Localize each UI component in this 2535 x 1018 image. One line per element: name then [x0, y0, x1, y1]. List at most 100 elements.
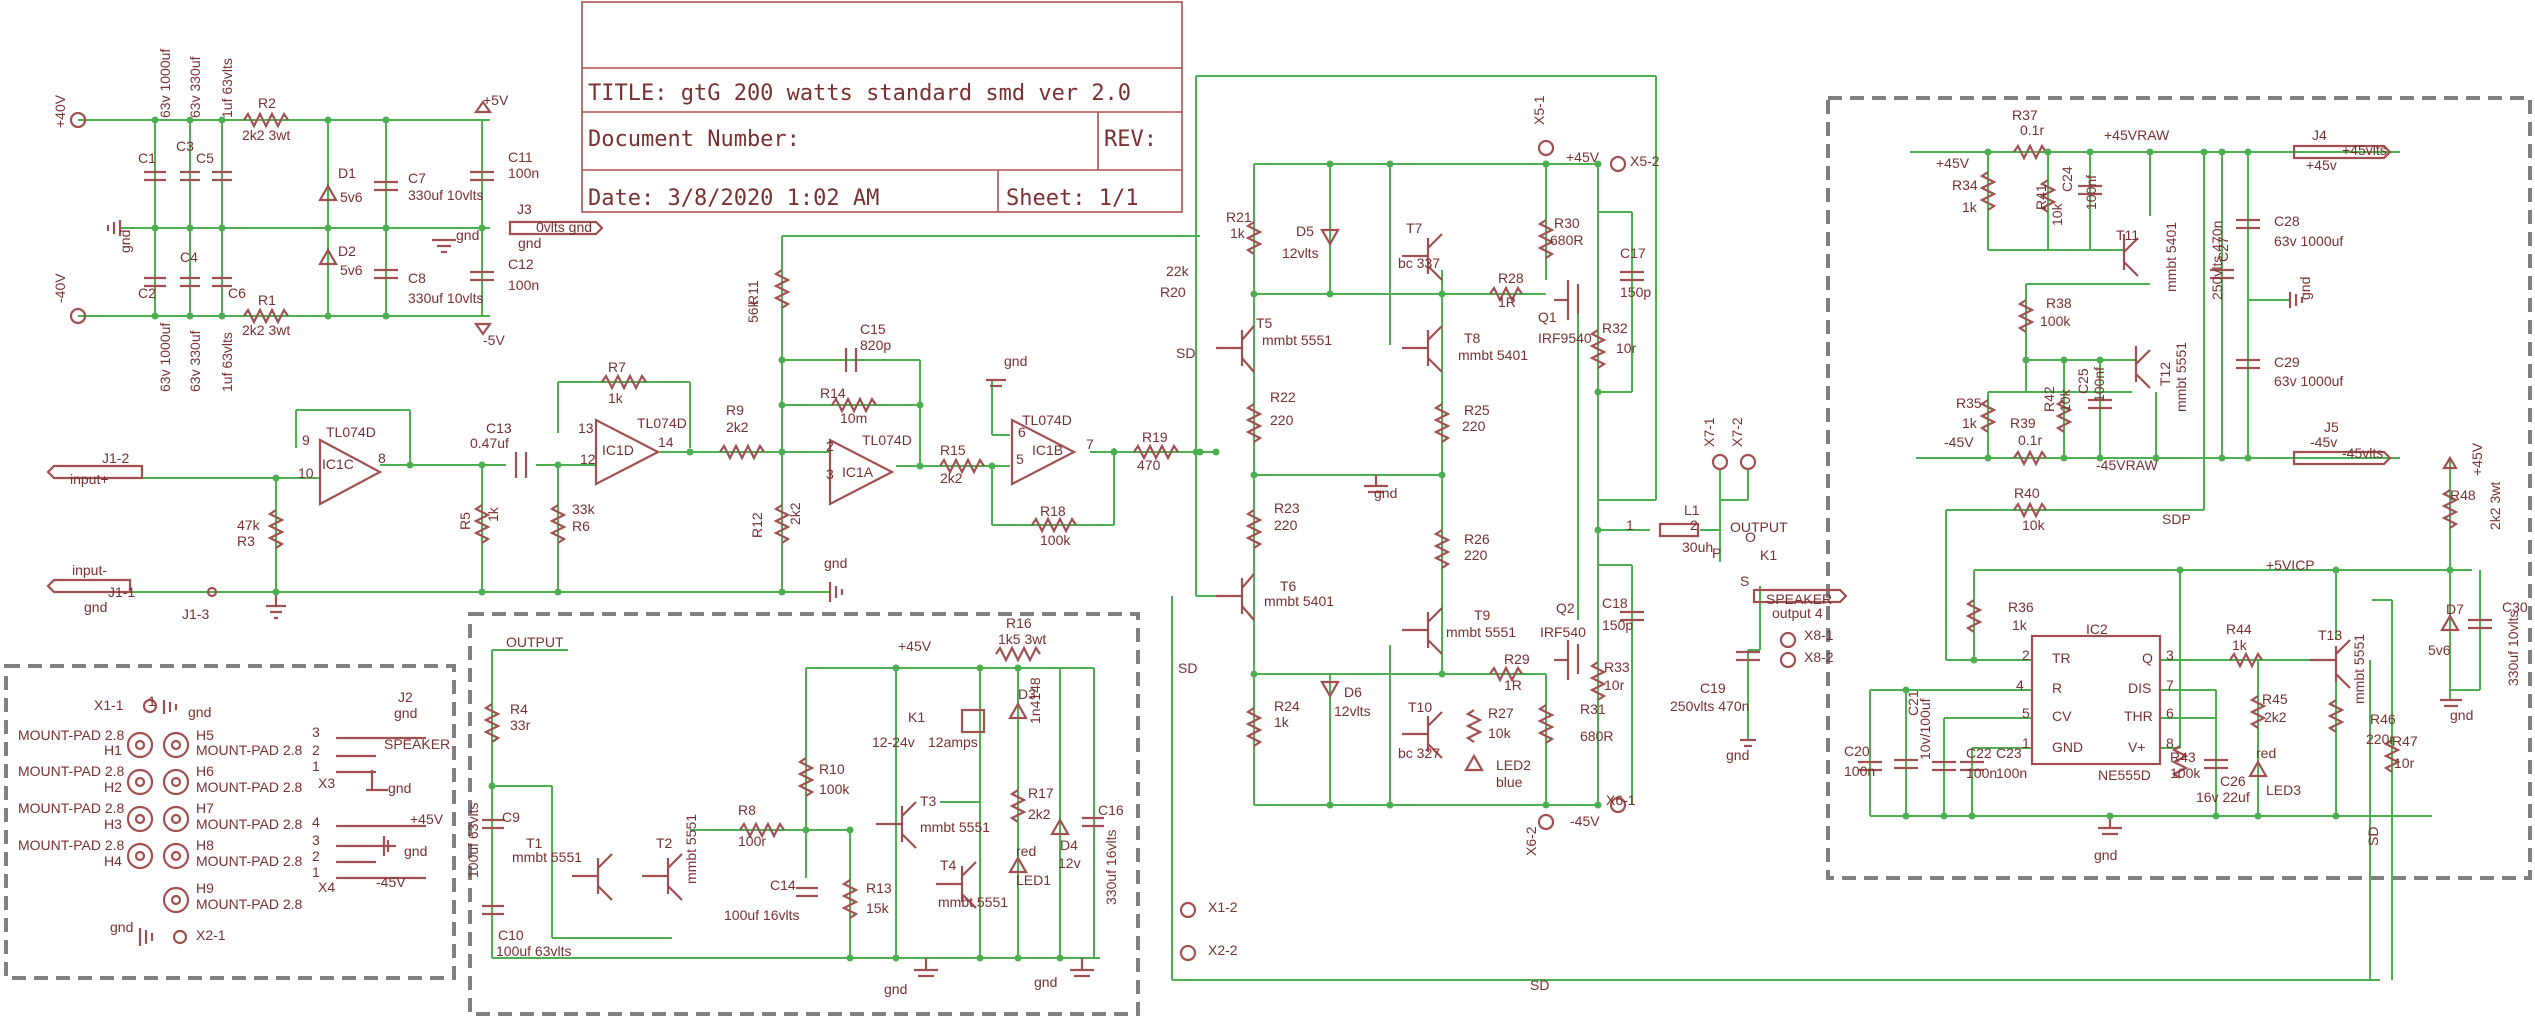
component-label: 10r [1604, 677, 1625, 693]
component-label: R15 [940, 442, 966, 458]
component-label: 2 [826, 438, 834, 454]
component-label: R45 [2262, 691, 2288, 707]
component-label: -45v [2310, 434, 2337, 450]
component-label: gnd [2450, 707, 2473, 723]
component-label: 4 [2016, 677, 2024, 693]
component-label: +45V [2469, 442, 2485, 476]
component-label: MOUNT-PAD 2.8 [18, 837, 125, 853]
component-label: MOUNT-PAD 2.8 [196, 742, 303, 758]
component-label: X8-1 [1804, 627, 1834, 643]
component-label: R41 [2033, 184, 2049, 210]
component-label: C5 [196, 150, 214, 166]
component-label: T8 [1464, 330, 1481, 346]
component-label: T3 [920, 793, 937, 809]
component-label: 0.47uf [470, 435, 509, 451]
component-label: 1uf 63vlts [219, 332, 235, 392]
component-label: 10k [2057, 388, 2073, 412]
component-label: 0.1r [2018, 432, 2042, 448]
component-label: -5V [483, 332, 505, 348]
component-label: 22k [1166, 263, 1190, 279]
component-label: TR [2052, 650, 2071, 666]
component-label: SPEAKER [384, 736, 450, 752]
component-label: gnd [1726, 747, 1749, 763]
component-label: L1 [1684, 502, 1700, 518]
component-label: R10 [819, 761, 845, 777]
component-label: 100k [819, 781, 850, 797]
component-label: R26 [1464, 531, 1490, 547]
component-label: 1R [1498, 294, 1516, 310]
component-label: 2k2 [940, 470, 963, 486]
right-psu-section [1171, 143, 2492, 981]
component-label: T4 [940, 857, 957, 873]
component-label: 1n4148 [1027, 677, 1043, 724]
component-label: D2 [338, 243, 356, 259]
component-label: T13 [2318, 627, 2342, 643]
mounting-section [126, 698, 426, 946]
component-label: gnd [2297, 277, 2313, 300]
component-label: 5v6 [340, 262, 363, 278]
component-label: 330uf 16vlts [1103, 830, 1119, 906]
component-label: C25 [2075, 368, 2091, 394]
component-label: X6-2 [1523, 826, 1539, 856]
component-label: Q1 [1538, 309, 1557, 325]
component-label: 10k [2049, 202, 2065, 226]
component-label: D4 [1060, 837, 1078, 853]
component-label: R9 [726, 402, 744, 418]
component-label: 56k [745, 299, 761, 323]
component-label: R14 [820, 385, 846, 401]
component-label: C26 [2220, 773, 2246, 789]
component-label: TL074D [326, 424, 376, 440]
component-label: gnd [388, 780, 411, 796]
component-label: T12 [2157, 362, 2173, 386]
component-label: -40V [52, 273, 68, 303]
component-label: 250vlts 470n [1670, 698, 1749, 714]
component-label: gnd [1374, 485, 1397, 501]
component-label: 30uh [1682, 539, 1713, 555]
component-label: C11 [508, 149, 533, 165]
component-label: R44 [2226, 621, 2252, 637]
component-label: X5-1 [1531, 95, 1547, 125]
component-label: 1uf 63vlts [219, 58, 235, 118]
component-label: -45vlts [2342, 445, 2383, 461]
document-number-label: Document Number: [588, 127, 800, 152]
component-label: gnd [1034, 974, 1057, 990]
component-label: 14 [658, 434, 674, 450]
component-label: 100uf 16vlts [724, 907, 800, 923]
component-label: mmbt 5401 [2163, 222, 2179, 292]
component-label: H2 [104, 779, 122, 795]
component-label: R18 [1040, 503, 1066, 519]
component-label: 1 [2022, 735, 2030, 751]
component-label: R23 [1274, 500, 1300, 516]
component-label: gnd [456, 227, 479, 243]
component-label: X3 [318, 775, 335, 791]
component-label: 2 [312, 742, 320, 758]
component-label: R2 [258, 95, 276, 111]
component-label: 2k2 3wt [242, 322, 290, 338]
component-label: DIS [2128, 680, 2151, 696]
component-label: C15 [860, 321, 886, 337]
component-label: red [1016, 843, 1036, 859]
component-label: mmbt 5551 [512, 849, 582, 865]
component-label: gnd [188, 704, 211, 720]
component-label: MOUNT-PAD 2.8 [18, 727, 125, 743]
component-label: R19 [1142, 429, 1168, 445]
component-label: T7 [1406, 220, 1423, 236]
component-label: H6 [196, 763, 214, 779]
component-label: C10 [498, 927, 524, 943]
component-label: H3 [104, 816, 122, 832]
component-label: 100nf [2083, 175, 2099, 210]
component-label: IRF540 [1540, 624, 1586, 640]
component-label: R29 [1504, 651, 1530, 667]
component-label: C2 [138, 285, 156, 301]
component-label: H5 [196, 727, 214, 743]
title-block: TITLE: gtG 200 watts standard smd ver 2.… [581, 1, 1183, 213]
component-label: 220 [1270, 412, 1294, 428]
component-label: 1k [2232, 637, 2248, 653]
component-label: R47 [2392, 733, 2418, 749]
component-label: gnd [110, 919, 133, 935]
component-label: R17 [1028, 785, 1054, 801]
component-label: 2k2 [726, 419, 749, 435]
component-label: 6 [2166, 705, 2174, 721]
component-label: THR [2124, 708, 2153, 724]
